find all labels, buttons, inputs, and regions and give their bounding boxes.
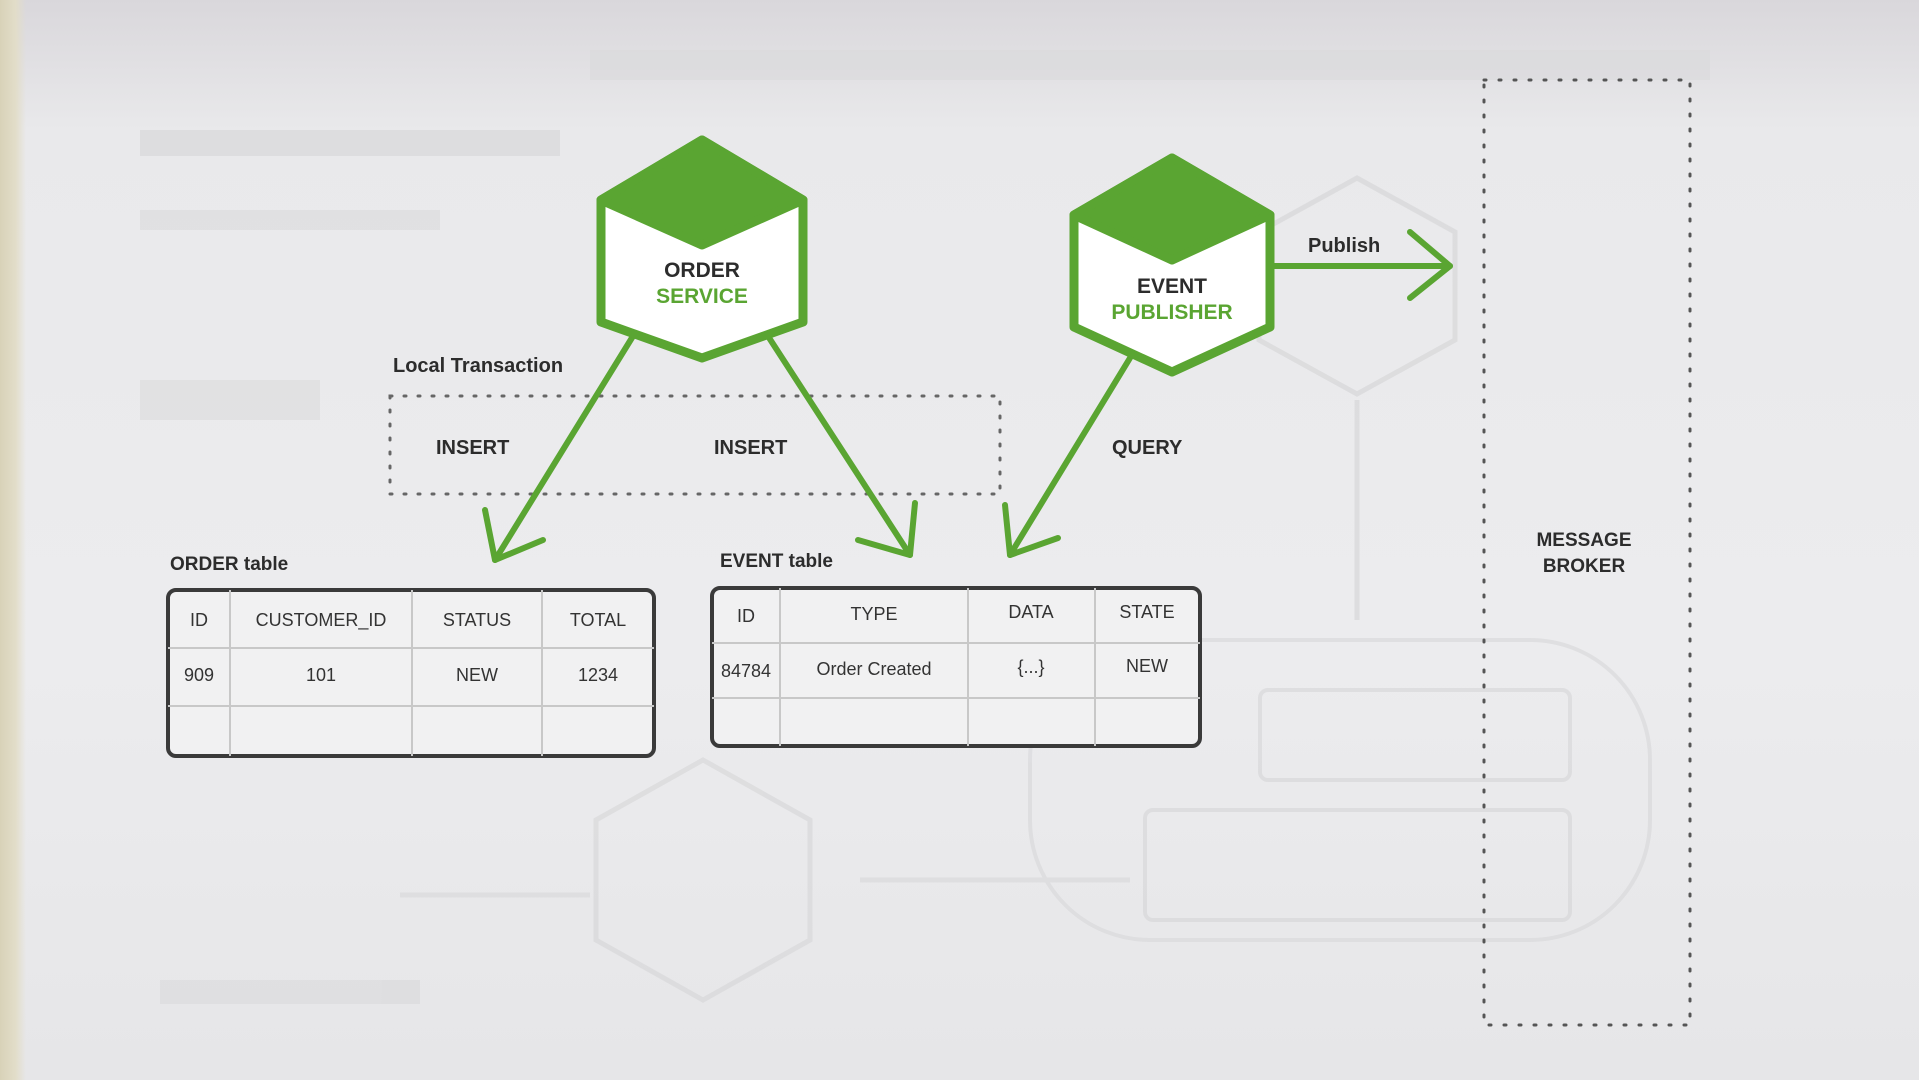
local-transaction-box: [388, 394, 1002, 496]
event-publisher-title: EVENT: [1137, 275, 1207, 298]
background-bleed-through: [140, 50, 1710, 1004]
message-broker-box: [1482, 78, 1692, 1027]
message-broker-label-line2: BROKER: [1543, 556, 1626, 577]
publish-label: Publish: [1308, 235, 1380, 257]
arrow-insert-event: [761, 327, 918, 558]
event-col-data: DATA: [1008, 602, 1053, 622]
event-publisher-subtitle: PUBLISHER: [1111, 301, 1232, 324]
order-col-total: TOTAL: [570, 610, 626, 630]
event-table-title: EVENT table: [720, 551, 833, 572]
event-cell-state: NEW: [1126, 656, 1168, 676]
page-edge: [0, 0, 26, 1080]
event-cell-type: Order Created: [816, 659, 931, 679]
order-table: ORDER table ID CUSTOMER_ID STATUS TOTAL …: [166, 554, 656, 758]
hexagon-service-icon: [1069, 153, 1275, 377]
order-col-id: ID: [190, 610, 208, 630]
local-transaction-label: Local Transaction: [393, 355, 563, 377]
order-service-node: ORDER SERVICE: [596, 135, 808, 363]
order-cell-total: 1234: [578, 665, 618, 685]
event-cell-data: {...}: [1017, 657, 1044, 677]
insert-event-label: INSERT: [714, 437, 787, 459]
arrow-publish: [1269, 229, 1453, 301]
order-col-status: STATUS: [443, 610, 511, 630]
event-publisher-node: EVENT PUBLISHER: [1069, 153, 1275, 377]
event-col-id: ID: [737, 606, 755, 626]
arrow-insert-order: [482, 325, 641, 563]
order-col-customer-id: CUSTOMER_ID: [256, 610, 387, 631]
order-cell-id: 909: [184, 665, 214, 685]
event-cell-id: 84784: [721, 661, 771, 681]
event-col-type: TYPE: [850, 604, 897, 624]
query-label: QUERY: [1112, 437, 1183, 459]
hexagon-service-icon: [596, 135, 808, 363]
arrow-query: [1002, 355, 1133, 558]
message-broker-label-line1: MESSAGE: [1536, 530, 1631, 551]
order-service-title: ORDER: [664, 259, 740, 282]
event-col-state: STATE: [1119, 602, 1174, 622]
order-service-subtitle: SERVICE: [656, 285, 748, 308]
order-cell-status: NEW: [456, 665, 498, 685]
order-table-title: ORDER table: [170, 554, 288, 575]
order-cell-customer-id: 101: [306, 665, 336, 685]
insert-order-label: INSERT: [436, 437, 509, 459]
event-table: EVENT table ID TYPE DATA STATE 84784 Ord…: [710, 551, 1202, 748]
